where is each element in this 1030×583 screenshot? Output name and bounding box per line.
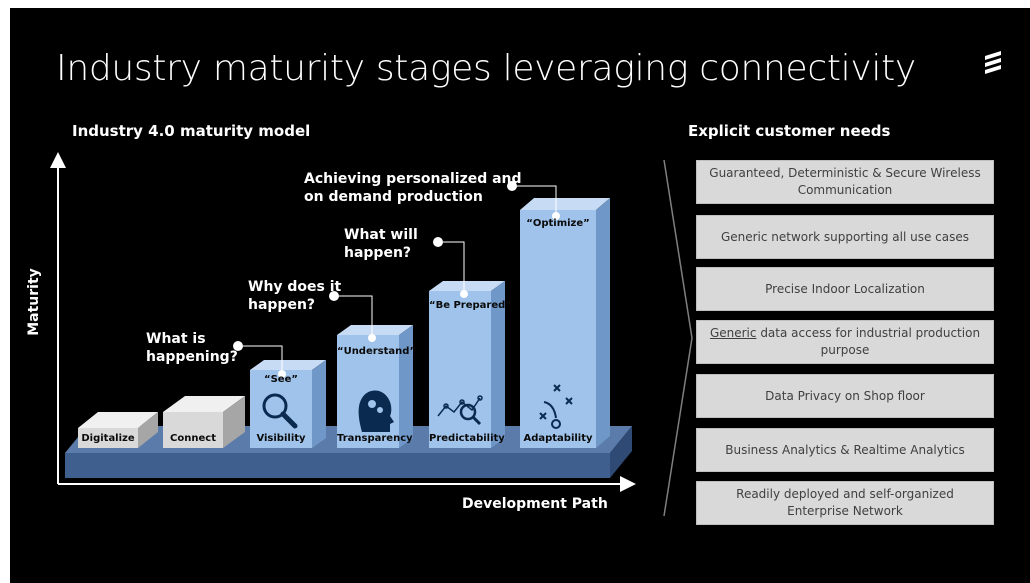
question-transparency: Why does it happen? [248,278,341,314]
need-item: Business Analytics & Realtime Analytics [696,428,994,472]
need-1-line2: Communication [797,183,893,197]
need-5-line1: Data Privacy on Shop floor [765,388,925,403]
magnifier-icon [262,393,298,429]
connect-box [163,412,223,448]
question-predictability-line1: What will [344,227,418,243]
stage-digitalize: Digitalize [81,433,135,444]
digitalize-box-top [78,412,158,428]
need-item: Data Privacy on Shop floor [696,374,994,418]
quote-optimize: “Optimize” [526,218,590,229]
head-gears-icon [358,390,394,432]
question-visibility-line2: happening? [146,349,238,365]
adaptability-bar [520,210,596,448]
callout-lines [238,185,557,370]
stage-visibility: Visibility [256,433,306,444]
slide: Industry maturity stages leveraging conn… [10,8,1030,583]
platform-front [65,453,610,478]
need-1-line1: Guaranteed, Deterministic & Secure Wirel… [709,166,981,180]
adaptability-bar-top [520,198,610,210]
transparency-bar-top [337,325,413,335]
quote-see: “See” [264,374,298,385]
need-4-line1: data access for industrial production [756,326,981,340]
need-4-line2: purpose [820,343,870,357]
x-axis-label: Development Path [462,496,608,512]
question-adaptability-line2: on demand production [304,189,483,205]
need-6-line1: Business Analytics & Realtime Analytics [725,442,965,457]
predictability-bar-top [429,281,505,291]
ericsson-logo-icon [985,51,1001,74]
digitalize-box [78,428,138,448]
needs-heading: Explicit customer needs [688,122,891,140]
callout-dots [233,181,560,378]
question-adaptability-line1: Achieving personalized and [304,171,522,187]
need-item: Generic data access for industrial produ… [696,320,994,364]
need-2-line1: Generic network supporting all use cases [720,229,970,244]
need-7-line2: Enterprise Network [787,504,903,518]
question-transparency-line2: happen? [248,297,316,313]
slide-title: Industry maturity stages leveraging conn… [56,48,916,89]
question-predictability-line2: happen? [344,245,412,261]
predictability-bar [429,291,491,448]
question-transparency-line1: Why does it [248,279,342,295]
need-item: Guaranteed, Deterministic & Secure Wirel… [696,160,994,204]
need-3-line1: Precise Indoor Localization [765,281,925,296]
stage-connect: Connect [170,433,216,444]
question-visibility: What is happening? [146,330,238,366]
chevron-divider [663,159,693,517]
quote-be-prepared: “Be Prepared” [429,300,512,311]
need-4-underlined: Generic [709,326,757,340]
platform-side [610,426,632,478]
trend-analysis-icon [437,395,483,426]
question-predictability: What will happen? [344,226,418,262]
need-item: Generic network supporting all use cases [696,215,994,259]
question-adaptability: Achieving personalized and on demand pro… [304,170,522,206]
quote-understand: “Understand” [337,346,417,357]
question-visibility-line1: What is [146,331,206,347]
stage-predictability: Predictability [429,433,505,444]
visibility-bar [250,370,312,448]
model-heading: Industry 4.0 maturity model [72,122,311,140]
stage-transparency: Transparency [337,433,413,444]
strategy-play-icon [539,384,573,429]
stage-adaptability: Adaptability [523,433,593,444]
connect-box-top [163,396,245,412]
visibility-bar-top [250,360,326,370]
need-item: Precise Indoor Localization [696,267,994,311]
y-axis-label: Maturity [26,268,42,336]
maturity-diagram [50,152,636,492]
need-7-line1: Readily deployed and self-organized [736,487,954,501]
